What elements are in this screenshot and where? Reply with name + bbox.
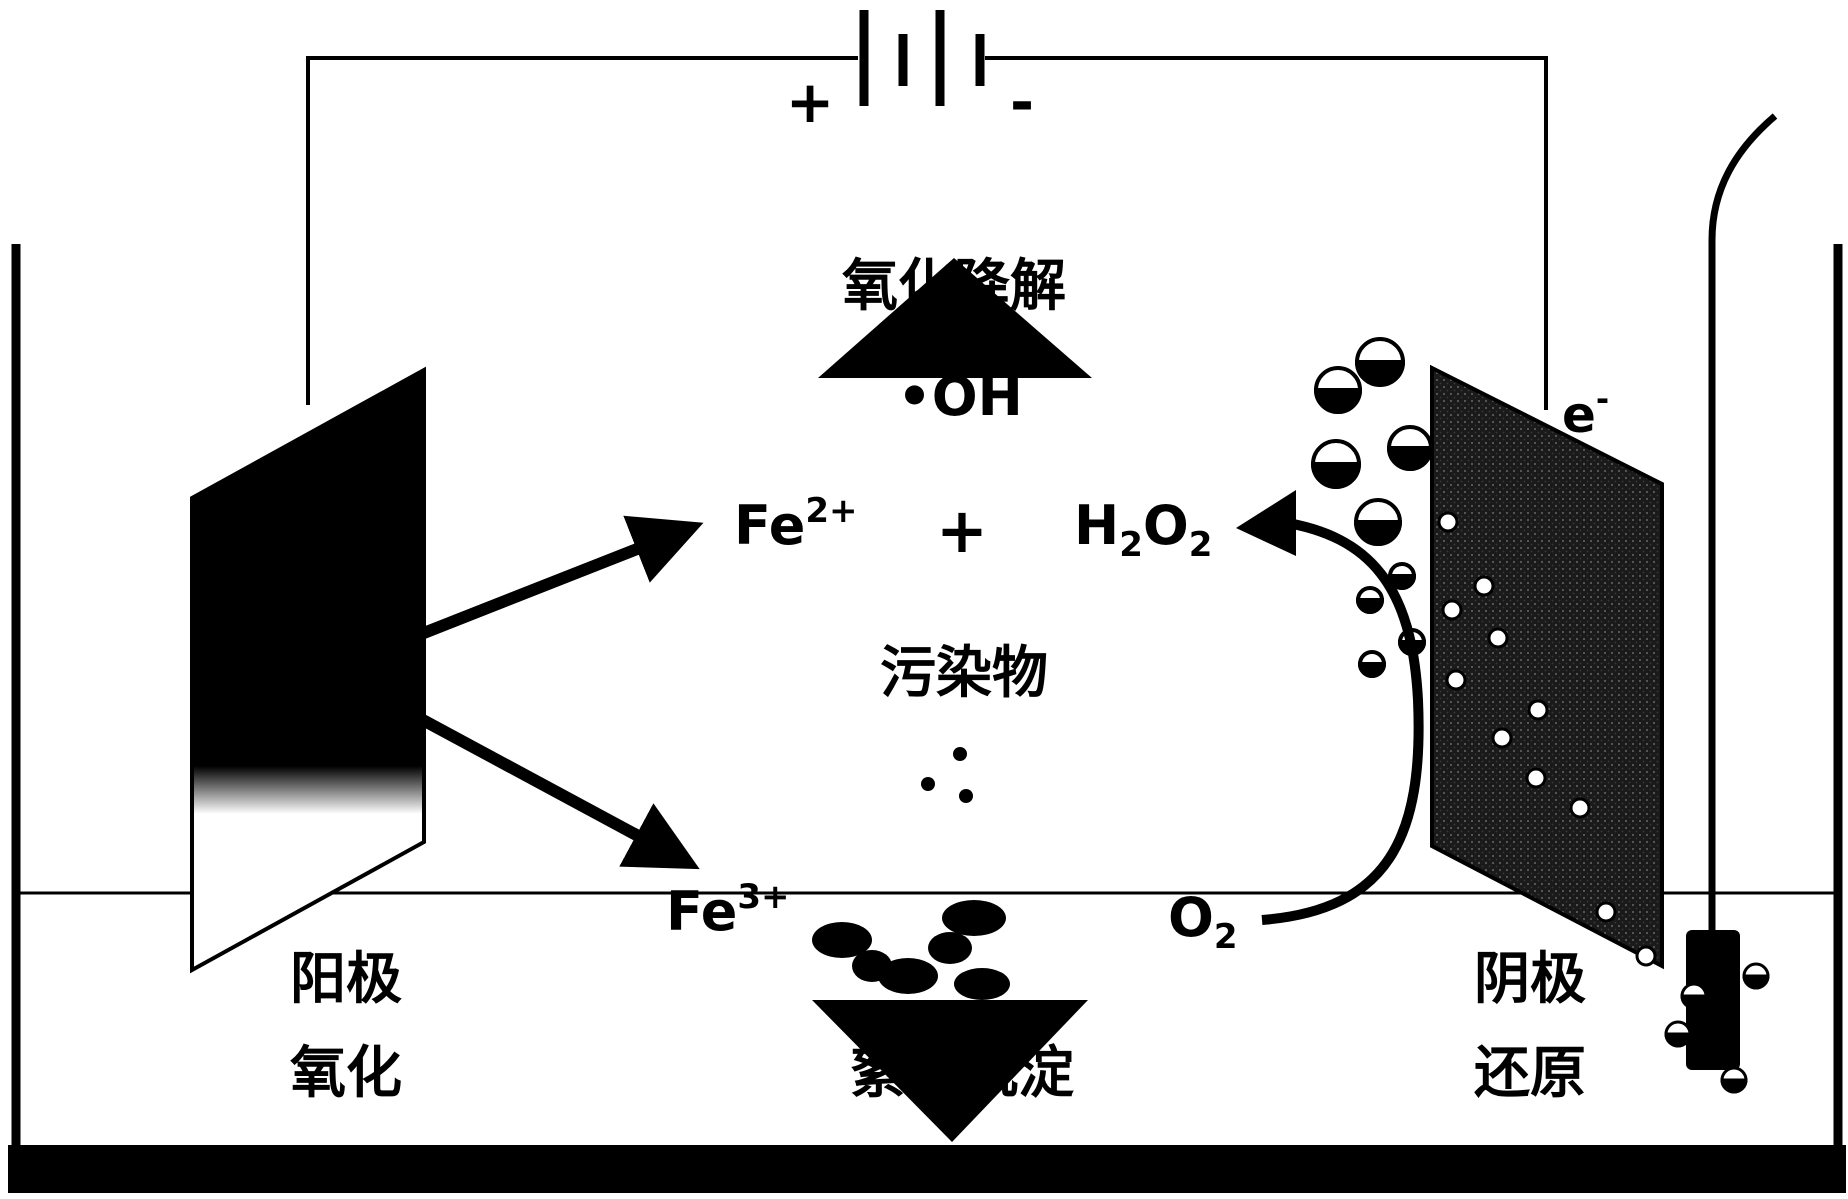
battery-negative-label: -	[1010, 68, 1034, 136]
o2-to-h2o2-arrow	[1261, 517, 1424, 925]
cathode-reduction-label: 还原	[1474, 1041, 1586, 1106]
electron-label: e-	[1562, 380, 1609, 444]
anode-to-fe3-arrow	[327, 664, 700, 870]
pollutant-label: 污染物	[880, 641, 1048, 706]
h2o2-label: H2O2	[1074, 494, 1212, 565]
anode-label: 阳极	[290, 947, 402, 1012]
cathode-surface-bubbles	[1437, 511, 1657, 967]
oxygen-bubbles	[1310, 337, 1434, 678]
oxidative-degradation-label: 氧化降解	[842, 254, 1066, 319]
floc-particles	[812, 900, 1010, 1000]
degradation-up-arrow	[818, 258, 1092, 378]
reaction-plus-sign: +	[936, 494, 988, 567]
cathode-plate	[1430, 364, 1664, 970]
aeration-tube	[1708, 113, 1778, 950]
coagulation-sedimentation-label: 絮凝沉淀	[850, 1041, 1074, 1106]
cathode-label: 阴极	[1474, 947, 1586, 1012]
fe2-ion-label: Fe2+	[734, 491, 857, 557]
sedimentation-down-arrow	[812, 1000, 1088, 1142]
o2-to-h2o2-arrowhead	[1236, 490, 1296, 556]
anode-oxidation-label: 氧化	[290, 1041, 402, 1106]
anode-plate	[190, 366, 426, 974]
hydroxyl-radical-label: •OH	[897, 365, 1023, 428]
fe3-ion-label: Fe3+	[666, 877, 789, 943]
therefore-dots	[921, 747, 973, 803]
battery-positive-label: +	[786, 68, 835, 136]
diffuser-bubbles	[1664, 962, 1770, 1094]
battery-icon	[859, 10, 985, 106]
circuit-wire	[306, 56, 1548, 410]
aeration-diffuser	[1686, 930, 1740, 1070]
reactor-tank	[8, 244, 1846, 1193]
anode-to-fe2-arrow	[327, 515, 704, 676]
o2-label: O2	[1168, 886, 1238, 957]
